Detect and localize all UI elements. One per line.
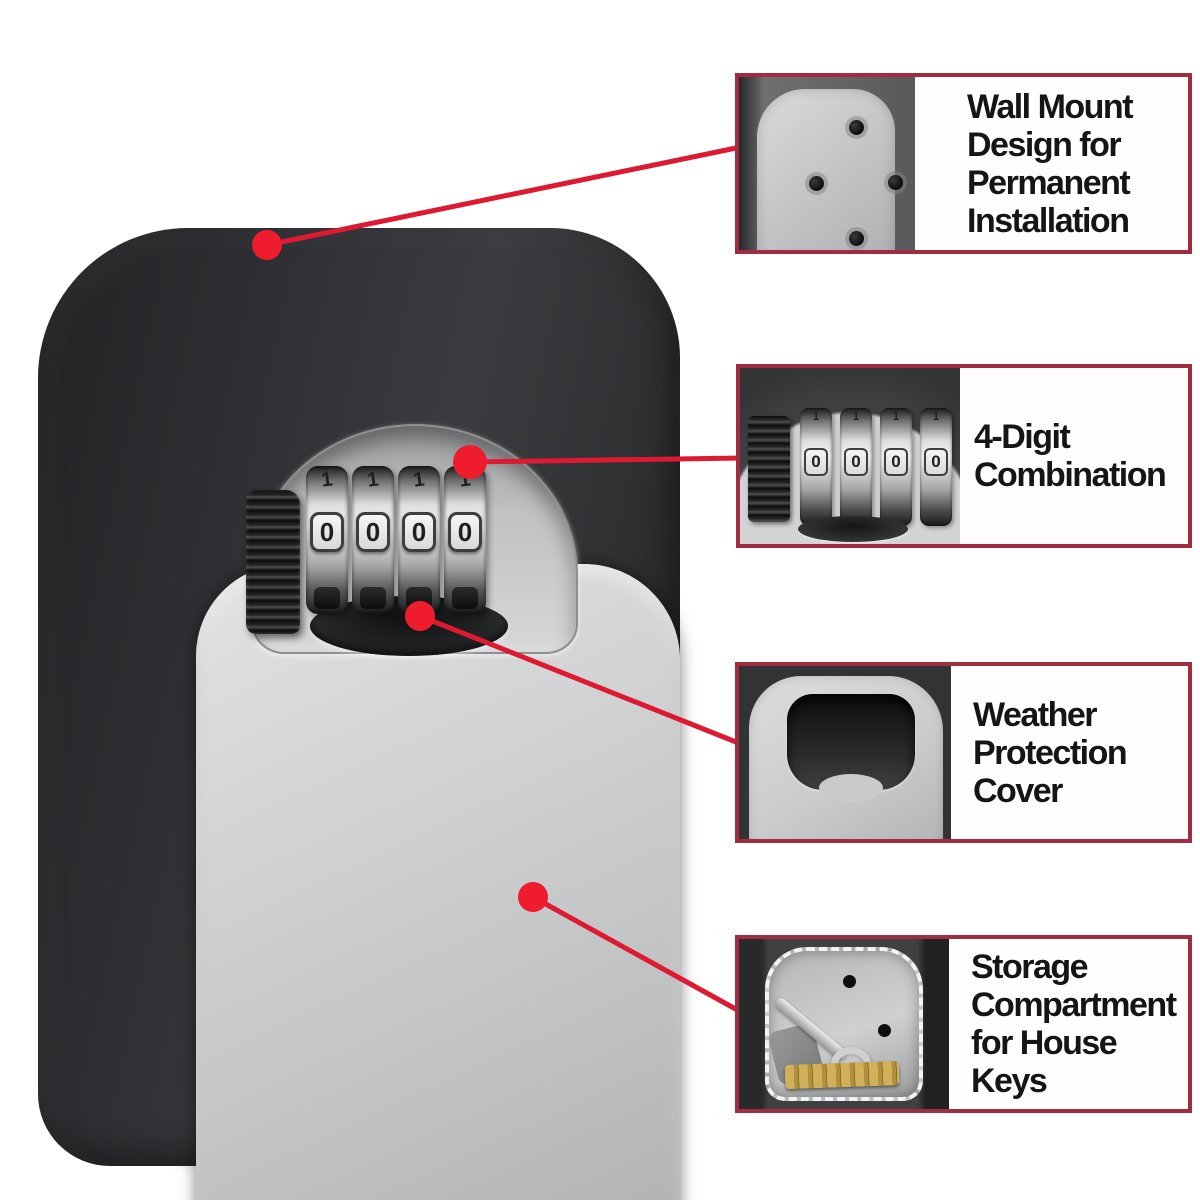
feature-marker-dot-storage	[518, 882, 548, 912]
label-line: Weather	[973, 695, 1098, 734]
closeup-dial-1: 1 0	[800, 408, 832, 526]
callout-combination-image: 1 0 1 0 1 0 1 0	[740, 368, 960, 544]
back-mounting-panel	[757, 89, 903, 250]
compartment-hole-2	[878, 1024, 891, 1037]
label-line: Protection	[973, 733, 1128, 772]
label-line: Wall Mount	[967, 87, 1134, 126]
closeup-dial-2: 1 0	[840, 408, 872, 526]
callout-wall-mount-image	[739, 77, 915, 250]
label-line: for House Keys	[971, 1024, 1118, 1100]
mounting-hole-right	[888, 175, 903, 190]
lock-box-body	[38, 228, 680, 1200]
closeup-dial-3-top: 1	[892, 409, 900, 423]
closeup-dial-4-top: 1	[932, 409, 940, 423]
lock-box-front-panel	[196, 564, 680, 1200]
connector-line-wall-mount	[266, 144, 742, 248]
cover-grip-opening	[787, 694, 915, 790]
feature-marker-dot-wall-mount	[252, 230, 282, 260]
closeup-dial-2-window: 0	[844, 448, 868, 476]
mounting-hole-top	[849, 120, 864, 135]
feature-marker-dot-combination	[453, 445, 487, 479]
label-line: Cover	[973, 771, 1063, 810]
dial-1-bottom-cap	[314, 587, 340, 609]
label-line: Design for	[967, 125, 1122, 164]
label-line: Permanent	[967, 163, 1131, 202]
dial-4-window-digit: 0	[448, 512, 482, 552]
closeup-dial-3-window: 0	[884, 448, 908, 476]
combination-dial-1: 1 0	[306, 466, 348, 614]
dial-4-bottom-cap	[452, 587, 478, 609]
connector-line-storage	[531, 894, 743, 1015]
callout-combination-label: 4-Digit Combination	[960, 368, 1188, 544]
mounting-hole-left	[809, 176, 824, 191]
storage-compartment-outline	[765, 947, 923, 1101]
closeup-dial-2-top: 1	[852, 409, 860, 423]
dial-2-window-digit: 0	[356, 512, 390, 552]
callout-weather-cover: Weather Protection Cover	[735, 662, 1192, 843]
callout-storage-label: Storage Compartment for House Keys	[949, 939, 1188, 1109]
closeup-dial-4-window: 0	[924, 448, 948, 476]
closeup-dial-4: 1 0	[920, 408, 952, 526]
connector-line-combination	[469, 455, 743, 465]
feature-marker-dot-weather-cover	[405, 601, 435, 631]
closeup-dial-3: 1 0	[880, 408, 912, 526]
mounting-hole-bottom	[849, 231, 864, 246]
label-line: Compartment	[971, 986, 1177, 1024]
dial-slider-button	[246, 490, 300, 634]
label-line: Installation	[967, 201, 1130, 240]
label-line: 4-Digit	[974, 418, 1071, 456]
combination-dial-3: 1 0	[398, 466, 440, 614]
callout-wall-mount: Wall Mount Design for Permanent Installa…	[735, 73, 1192, 254]
dial-3-window-digit: 0	[402, 512, 436, 552]
label-line: Storage	[971, 948, 1089, 986]
closeup-cover-opening	[798, 516, 908, 542]
combination-dial-2: 1 0	[352, 466, 394, 614]
dial-2-bottom-cap	[360, 587, 386, 609]
callout-weather-cover-label: Weather Protection Cover	[951, 666, 1188, 839]
closeup-dial-1-top: 1	[812, 409, 820, 423]
callout-storage: Storage Compartment for House Keys	[735, 935, 1192, 1113]
dial-slider-closeup	[748, 416, 790, 522]
combination-dial-4: 1 0	[444, 466, 486, 614]
callout-wall-mount-label: Wall Mount Design for Permanent Installa…	[915, 77, 1188, 250]
callout-weather-cover-image	[739, 666, 951, 839]
callout-combination: 1 0 1 0 1 0 1 0 4-Digit Combination	[736, 364, 1192, 548]
dial-1-window-digit: 0	[310, 512, 344, 552]
label-line: Combination	[974, 456, 1167, 494]
callout-storage-image	[739, 939, 949, 1109]
weather-cover-panel	[749, 676, 943, 839]
connector-line-weather-cover	[419, 613, 742, 747]
compartment-hole-1	[843, 975, 856, 988]
closeup-dial-1-window: 0	[804, 448, 828, 476]
brass-key-row	[784, 1061, 900, 1089]
